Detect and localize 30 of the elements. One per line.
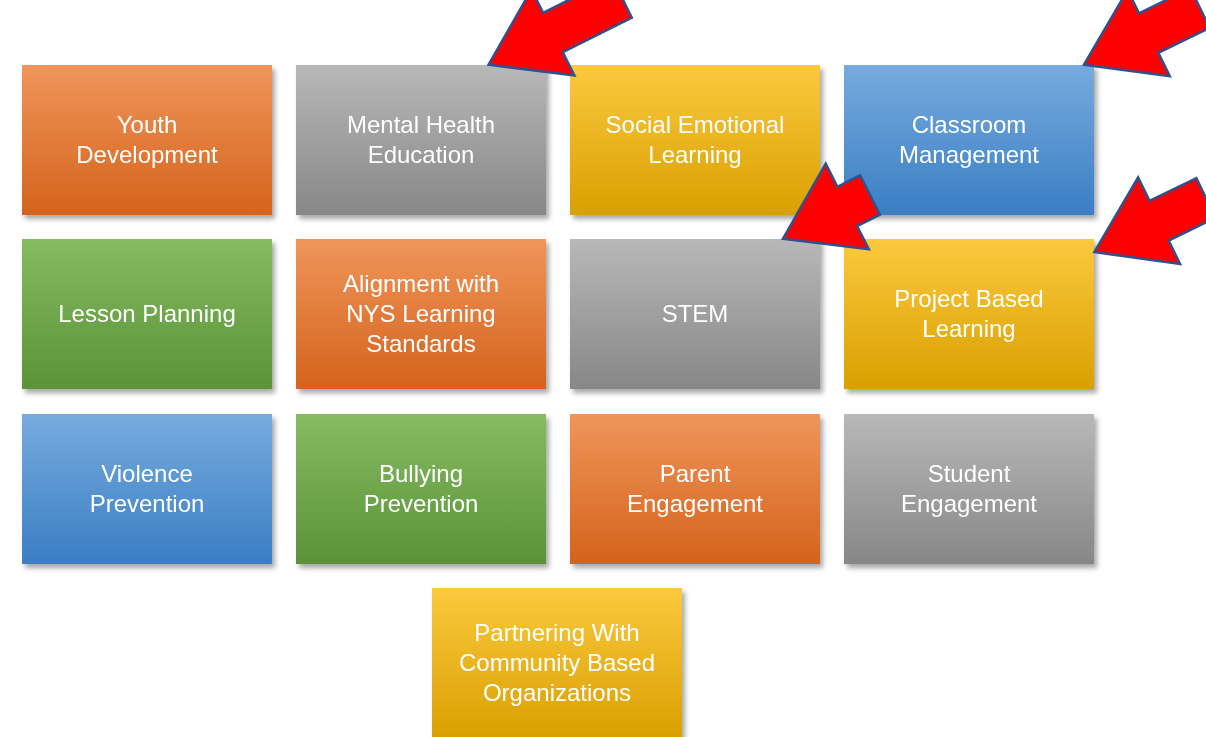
topic-tile [844, 65, 1094, 215]
tile-label: STEM [661, 299, 729, 329]
topic-tile [296, 65, 546, 215]
topic-tile [296, 414, 546, 564]
topic-tile [570, 239, 820, 389]
tile-label: Social Emotional Learning [604, 110, 786, 170]
topic-tile [296, 239, 546, 389]
topic-tile [570, 65, 820, 215]
arrow [1081, 0, 1206, 78]
tile-label: Student Engagement [899, 459, 1039, 519]
arrow [486, 0, 634, 77]
tile-label: Parent Engagement [625, 459, 765, 519]
tile-label: Project Based Learning [893, 284, 1045, 344]
tile-label: Youth Development [75, 110, 219, 170]
tile-label: Partnering With Community Based Organizations [457, 618, 657, 708]
topic-tile [844, 414, 1094, 564]
tile-label: Lesson Planning [58, 299, 236, 329]
topic-tile [432, 588, 682, 737]
arrow [780, 160, 882, 251]
topic-tile [22, 414, 272, 564]
tile-label: Mental Health Education [345, 110, 497, 170]
topic-tile [570, 414, 820, 564]
tile-label: Classroom Management [897, 110, 1041, 170]
tile-label: Bullying Prevention [362, 459, 480, 519]
topic-tile [844, 239, 1094, 389]
tile-label: Violence Prevention [88, 459, 206, 519]
topic-tile [22, 65, 272, 215]
topic-tile [22, 239, 272, 389]
tile-label: Alignment with NYS Learning Standards [341, 269, 501, 359]
arrow [1092, 174, 1206, 266]
